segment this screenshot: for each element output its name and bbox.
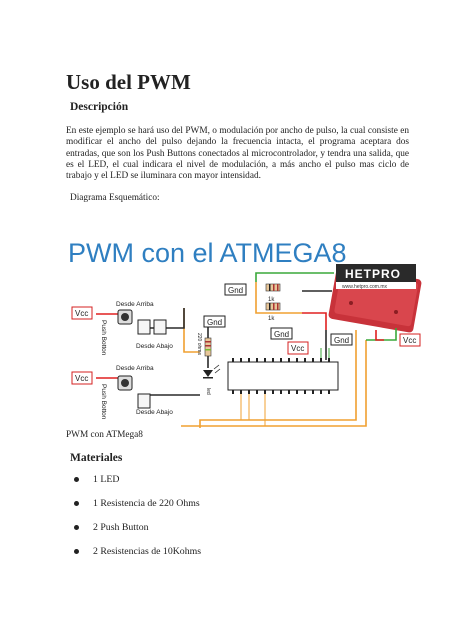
list-item: 2 Push Button	[64, 516, 201, 540]
hetpro-logo: HETPRO www.hetpro.com.mx	[336, 264, 416, 290]
materials-list: 1 LED 1 Resistencia de 220 Ohms 2 Push B…	[64, 468, 201, 564]
schematic-figure: PWM con el ATMEGA8 HETPRO www.hetpro.com…	[66, 230, 426, 428]
svg-text:Gnd: Gnd	[228, 286, 243, 295]
figure-headline: PWM con el ATMEGA8	[68, 238, 347, 268]
list-item: 2 Resistencias de 10Kohms	[64, 540, 201, 564]
bullet-icon	[74, 549, 79, 554]
vcc-label-right: Vcc	[399, 333, 421, 347]
svg-text:Vcc: Vcc	[403, 336, 416, 345]
diagram-label: Diagrama Esquemático:	[70, 193, 160, 203]
svg-text:220 ohms: 220 ohms	[196, 333, 202, 355]
gnd-label-mid: Gnd	[270, 327, 293, 340]
svg-text:Desde Arriba: Desde Arriba	[116, 365, 154, 372]
description-heading: Descripción	[70, 101, 129, 113]
atmega8-chip	[227, 348, 339, 426]
svg-text:Vcc: Vcc	[291, 344, 304, 353]
figure-caption: PWM con ATMega8	[66, 430, 143, 440]
svg-text:Push Botton: Push Botton	[100, 384, 107, 420]
svg-text:Push Botton: Push Botton	[100, 320, 107, 356]
description-paragraph: En este ejemplo se hará uso del PWM, o m…	[66, 126, 409, 182]
led-symbol: led	[203, 364, 221, 395]
svg-text:led: led	[205, 388, 211, 395]
gnd-label-left: Gnd	[203, 315, 226, 328]
push-button-top: Desde Arriba Push Botton Desde Abajo	[100, 301, 173, 356]
resistor-1k-top: 1k	[265, 283, 281, 303]
resistor-1k-bottom: 1k	[265, 302, 281, 322]
svg-text:Gnd: Gnd	[207, 318, 222, 327]
materials-heading: Materiales	[70, 452, 123, 464]
svg-text:Desde Abajo: Desde Abajo	[136, 409, 173, 416]
svg-text:Vcc: Vcc	[75, 374, 88, 383]
svg-text:1k: 1k	[268, 297, 275, 303]
bullet-icon	[74, 477, 79, 482]
gnd-label-top: Gnd	[224, 283, 247, 296]
list-item: 1 LED	[64, 468, 201, 492]
resistor-220-ohms: 220 ohms	[196, 333, 212, 357]
vcc-label-top-left: Vcc	[71, 306, 93, 320]
push-button-bottom: Desde Arriba Push Botton Desde Abajo	[100, 365, 173, 420]
gnd-label-right: Gnd	[330, 333, 353, 346]
list-item: 1 Resistencia de 220 Ohms	[64, 492, 201, 516]
page-title: Uso del PWM	[66, 70, 191, 94]
svg-text:Vcc: Vcc	[75, 309, 88, 318]
svg-text:www.hetpro.com.mx: www.hetpro.com.mx	[342, 284, 388, 290]
vcc-label-mid: Vcc	[287, 341, 309, 355]
bullet-icon	[74, 525, 79, 530]
svg-text:Desde Arriba: Desde Arriba	[116, 301, 154, 308]
svg-text:Gnd: Gnd	[274, 330, 289, 339]
svg-text:Gnd: Gnd	[334, 336, 349, 345]
svg-text:HETPRO: HETPRO	[345, 267, 401, 281]
bullet-icon	[74, 501, 79, 506]
svg-text:1k: 1k	[268, 316, 275, 322]
vcc-label-bottom-left: Vcc	[71, 371, 93, 385]
svg-text:Desde Abajo: Desde Abajo	[136, 343, 173, 350]
